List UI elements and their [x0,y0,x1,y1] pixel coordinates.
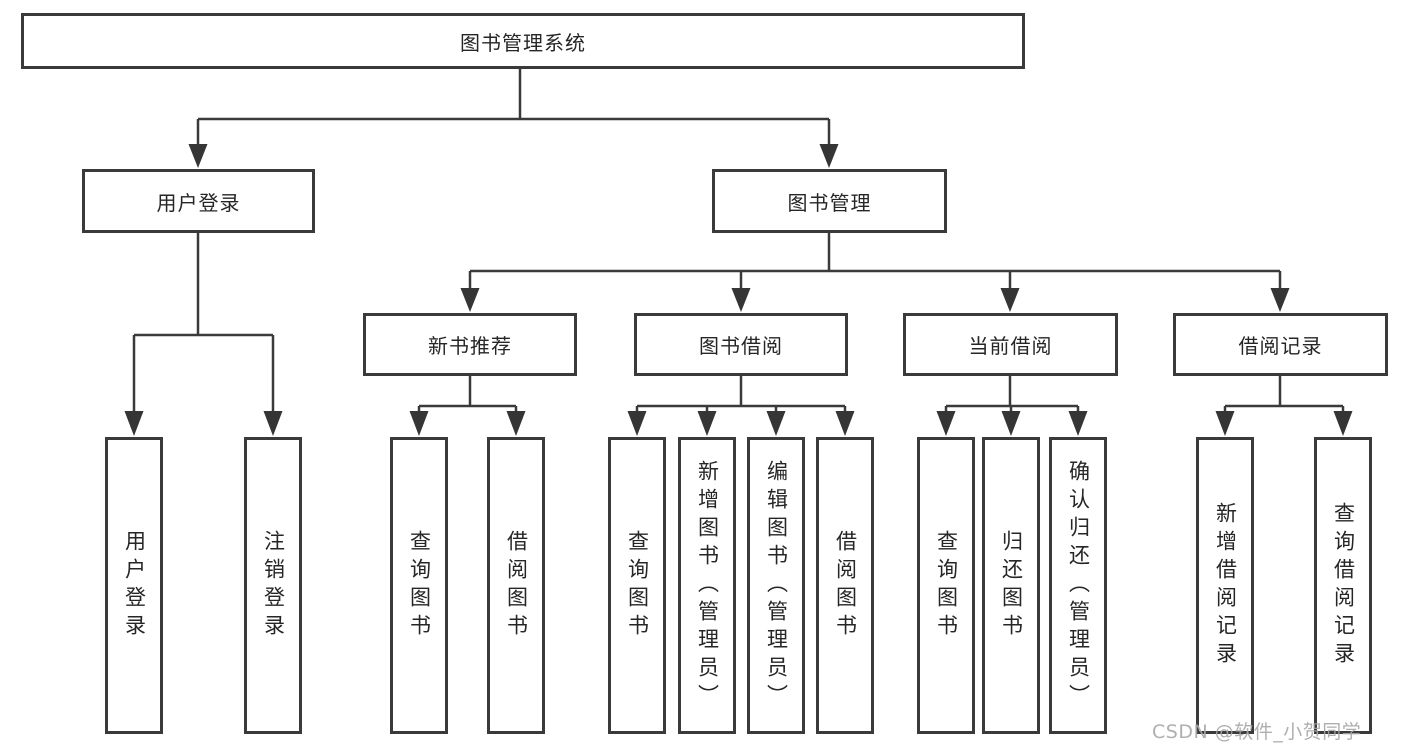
node-label: 注销登录 [261,529,286,642]
node-label: 用户登录 [122,529,147,642]
leaf-bb-edit-book-admin: 编辑图书（管理员） [747,437,805,734]
csdn-watermark: CSDN @软件_小贺同学 [1152,721,1362,743]
node-label: 借阅图书 [504,529,529,642]
edge-new-book-to-leaves [417,376,518,414]
leaf-cb-confirm-return-admin: 确认归还（管理员） [1049,437,1107,734]
node-user-login: 用户登录 [82,169,315,233]
node-book-borrow: 图书借阅 [634,313,848,376]
node-label: 当前借阅 [968,334,1053,358]
leaf-bb-borrow-book: 借阅图书 [816,437,874,734]
node-label: 图书管理 [787,190,872,215]
node-book-management: 图书管理 [712,169,947,233]
edge-current-borrow-to-leaves [944,376,1080,414]
leaf-cb-return-book: 归还图书 [982,437,1040,734]
node-new-book-recommend: 新书推荐 [363,313,577,376]
leaf-bb-query-book: 查询图书 [608,437,666,734]
edge-book-mgmt-to-level3 [468,233,1282,290]
edge-borrow-record-to-leaves [1223,376,1345,414]
node-label: 新书推荐 [428,334,512,358]
node-label: 借阅图书 [833,529,858,642]
node-label: 查询借阅记录 [1331,501,1356,670]
leaf-nb-query-book: 查询图书 [390,437,448,734]
leaf-bb-add-book-admin: 新增图书（管理员） [678,437,736,734]
leaf-br-add-record: 新增借阅记录 [1196,437,1254,734]
node-system-root: 图书管理系统 [21,13,1025,69]
edge-book-borrow-to-leaves [635,376,847,414]
node-label: 查询图书 [625,529,650,642]
node-label: 新增图书（管理员） [695,459,720,712]
node-label: 确认归还（管理员） [1066,459,1091,712]
leaf-nb-borrow-book: 借阅图书 [487,437,545,734]
node-label: 查询图书 [407,529,432,642]
node-label: 查询图书 [934,529,959,642]
leaf-logout: 注销登录 [244,437,302,734]
edge-user-login-to-leaves [132,233,275,414]
node-label: 新增借阅记录 [1213,501,1238,670]
node-label: 归还图书 [999,529,1024,642]
node-label: 编辑图书（管理员） [764,459,789,712]
node-label: 借阅记录 [1238,334,1323,358]
node-label: 用户登录 [156,190,241,215]
leaf-br-query-record: 查询借阅记录 [1314,437,1372,734]
node-borrow-record: 借阅记录 [1173,313,1388,376]
node-label: 图书借阅 [699,334,783,358]
node-current-borrow: 当前借阅 [903,313,1118,376]
leaf-cb-query-book: 查询图书 [917,437,975,734]
node-label: 图书管理系统 [460,30,586,55]
leaf-user-login: 用户登录 [105,437,163,734]
edge-root-to-level2 [196,69,831,146]
